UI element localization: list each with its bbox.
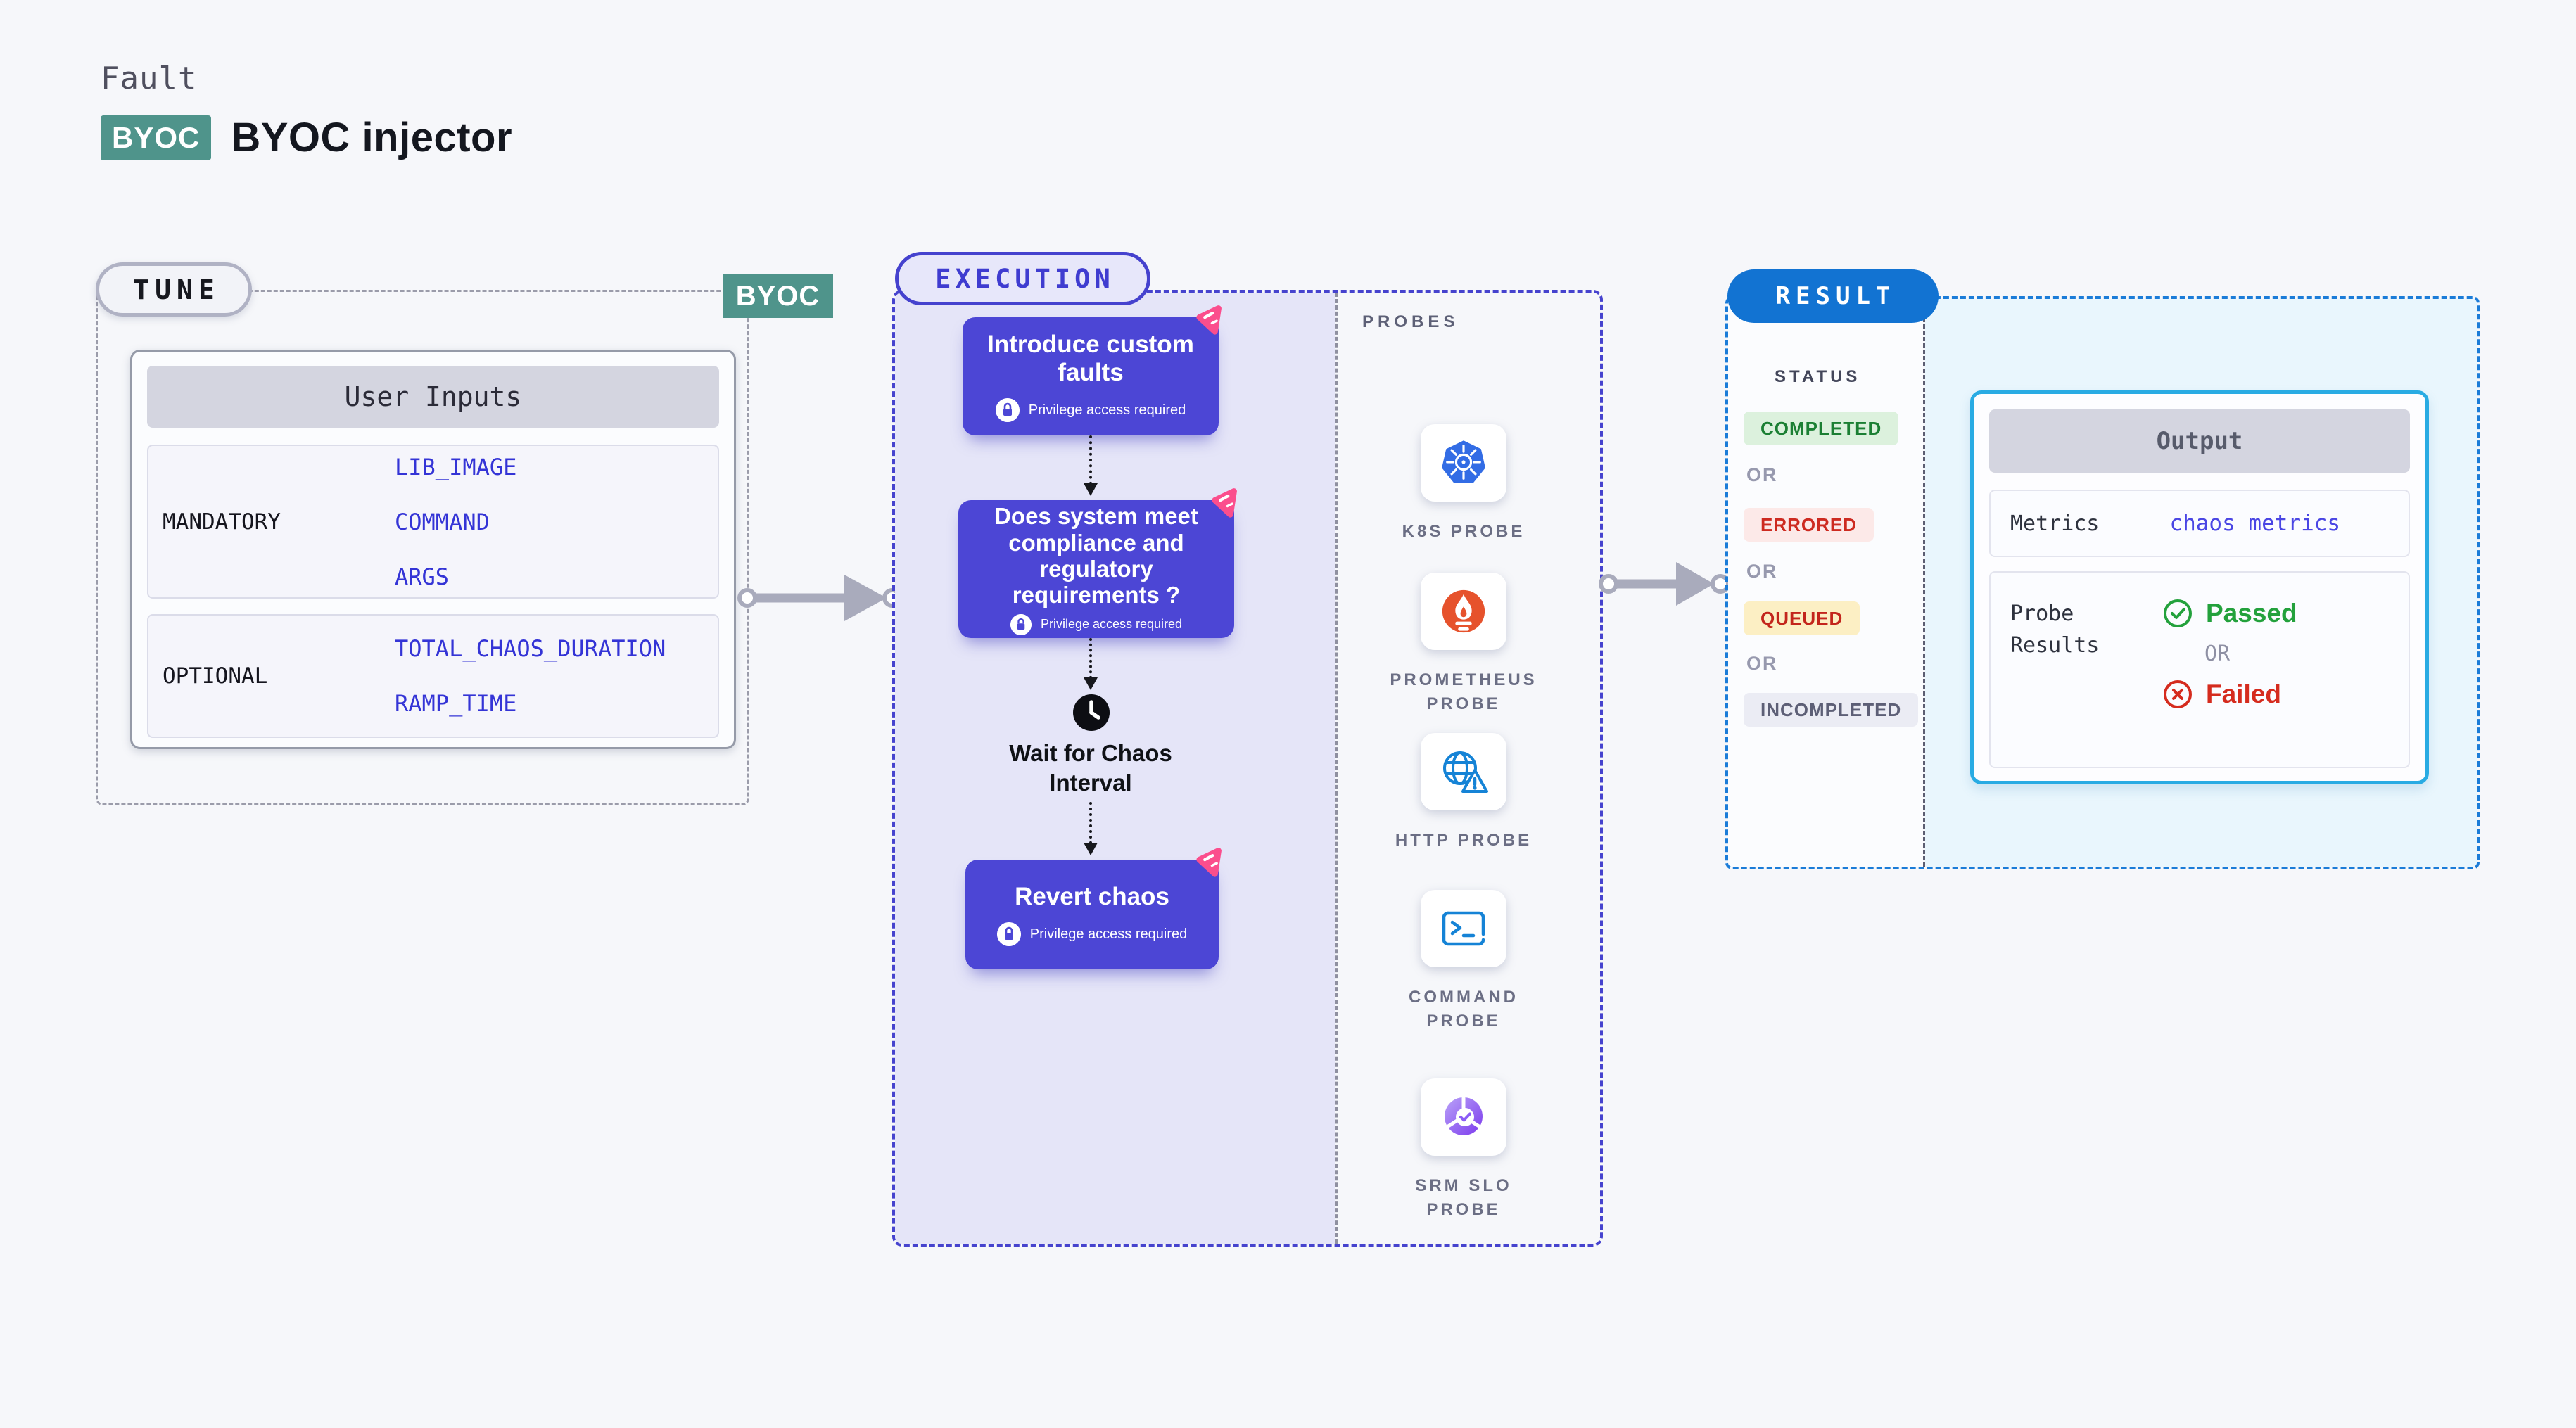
metrics-row: Metrics chaos metrics <box>1989 490 2410 557</box>
optional-label: OPTIONAL <box>163 663 268 689</box>
page-title: BYOC injector <box>231 115 513 160</box>
param-command: COMMAND <box>395 508 490 535</box>
metrics-value: chaos metrics <box>2169 511 2341 536</box>
result-section-pill: RESULT <box>1727 269 1939 323</box>
privilege-label: Privilege access required <box>1040 617 1183 632</box>
step-title: Revert chaos <box>1015 882 1169 910</box>
passed-result: Passed <box>2162 598 2297 629</box>
wait-for-chaos-interval-label: Wait for Chaos Interval <box>1009 740 1172 796</box>
x-circle-icon <box>2164 680 2192 708</box>
flow-connector-arrow-icon <box>1084 802 1098 855</box>
step-revert-chaos: Revert chaos Privilege access required <box>965 848 1222 969</box>
failed-result: Failed <box>2162 679 2297 710</box>
check-circle-icon <box>2164 599 2192 627</box>
result-status-panel <box>1728 299 1923 867</box>
probe-card <box>1421 1078 1506 1156</box>
byoc-brand-badge: BYOC <box>101 115 212 160</box>
tune-section-pill: TUNE <box>96 262 252 317</box>
fault-kind-label: Fault <box>101 60 198 96</box>
step-title: Introduce custom faults <box>987 330 1194 386</box>
probe-card <box>1421 890 1506 967</box>
mandatory-inputs-row: MANDATORY LIB_IMAGE COMMAND ARGS <box>147 445 719 599</box>
probe-label: COMMAND PROBE <box>1409 988 1518 1031</box>
probe-item-http: HTTP PROBE <box>1386 733 1541 853</box>
step-compliance-check: Does system meet compliance and regulato… <box>958 488 1237 638</box>
execution-section-container <box>892 290 1603 1247</box>
lock-icon <box>996 922 1021 947</box>
probe-label: SRM SLO PROBE <box>1415 1176 1512 1219</box>
step-title: Does system meet compliance and regulato… <box>994 503 1198 608</box>
param-total-chaos-duration: TOTAL_CHAOS_DURATION <box>395 635 666 662</box>
status-badge-completed: COMPLETED <box>1744 412 1899 445</box>
terminal-icon <box>1442 911 1485 946</box>
chaos-pinwheel-icon <box>1212 488 1237 518</box>
status-badge-queued: QUEUED <box>1744 601 1860 635</box>
optional-params: TOTAL_CHAOS_DURATION RAMP_TIME <box>395 623 666 729</box>
status-badge-incompleted: INCOMPLETED <box>1744 693 1919 727</box>
tune-section-container <box>96 290 749 805</box>
privilege-row: Privilege access required <box>1010 613 1183 635</box>
privilege-row: Privilege access required <box>995 398 1186 423</box>
lock-icon <box>995 398 1020 423</box>
lock-icon <box>1010 613 1032 635</box>
probe-item-k8s: K8S PROBE <box>1386 424 1541 544</box>
page-header: BYOC BYOC injector <box>101 114 512 161</box>
chaos-pinwheel-icon <box>1196 305 1222 335</box>
output-card: Output Metrics chaos metrics Probe Resul… <box>1970 390 2429 784</box>
mandatory-params: LIB_IMAGE COMMAND ARGS <box>395 453 516 590</box>
or-separator: OR <box>1746 561 1778 582</box>
arrow-right-icon <box>1599 562 1730 606</box>
flow-connector-arrow-icon <box>1084 435 1098 496</box>
privilege-label: Privilege access required <box>1028 402 1186 418</box>
or-separator: OR <box>2204 642 2231 666</box>
result-divider <box>1923 299 1925 867</box>
step-introduce-custom-faults: Introduce custom faults Privilege access… <box>963 305 1222 435</box>
prometheus-icon <box>1442 589 1485 633</box>
probe-results-values: Passed OR Failed <box>2162 598 2297 741</box>
probe-label: HTTP PROBE <box>1395 831 1533 850</box>
mandatory-label: MANDATORY <box>163 509 281 535</box>
probe-item-command: COMMAND PROBE <box>1386 890 1541 1033</box>
metrics-label: Metrics <box>2010 511 2100 536</box>
execution-flow-panel <box>895 293 1335 1244</box>
or-separator: OR <box>1746 464 1778 485</box>
execution-section-pill: EXECUTION <box>895 252 1150 305</box>
probe-results-label: Probe Results <box>2010 601 2100 658</box>
probe-card <box>1421 733 1506 810</box>
privilege-label: Privilege access required <box>1029 926 1188 942</box>
probe-results-row: Probe Results Passed OR Failed <box>1989 571 2410 768</box>
probe-card <box>1421 424 1506 502</box>
execution-probes-divider <box>1335 293 1338 1244</box>
kubernetes-icon <box>1442 440 1485 483</box>
probe-label: PROMETHEUS PROBE <box>1390 670 1537 713</box>
flow-connector-arrow-icon <box>1084 638 1098 690</box>
probe-card <box>1421 573 1506 650</box>
failed-label: Failed <box>2206 680 2281 708</box>
or-separator: OR <box>1746 653 1778 674</box>
probe-item-srm-slo: SRM SLO PROBE <box>1386 1078 1541 1221</box>
arrow-right-icon <box>737 575 901 621</box>
chaos-pinwheel-icon <box>1196 848 1222 877</box>
user-inputs-header: User Inputs <box>147 366 719 428</box>
output-header: Output <box>1989 409 2410 473</box>
optional-inputs-row: OPTIONAL TOTAL_CHAOS_DURATION RAMP_TIME <box>147 614 719 738</box>
byoc-corner-chip: BYOC <box>723 274 833 318</box>
privilege-row: Privilege access required <box>996 922 1188 947</box>
user-inputs-card: User Inputs MANDATORY LIB_IMAGE COMMAND … <box>130 350 736 749</box>
param-ramp-time: RAMP_TIME <box>395 690 517 717</box>
probes-header: PROBES <box>1362 312 1459 331</box>
srm-slo-icon <box>1445 1096 1483 1135</box>
param-lib-image: LIB_IMAGE <box>395 453 517 480</box>
probe-item-prometheus: PROMETHEUS PROBE <box>1386 573 1541 715</box>
param-args: ARGS <box>395 563 450 590</box>
http-globe-icon <box>1443 751 1488 793</box>
status-badge-errored: ERRORED <box>1744 508 1874 542</box>
clock-icon <box>1073 694 1110 731</box>
probe-label: K8S PROBE <box>1402 522 1525 541</box>
passed-label: Passed <box>2206 599 2297 627</box>
status-header: STATUS <box>1775 367 1861 386</box>
